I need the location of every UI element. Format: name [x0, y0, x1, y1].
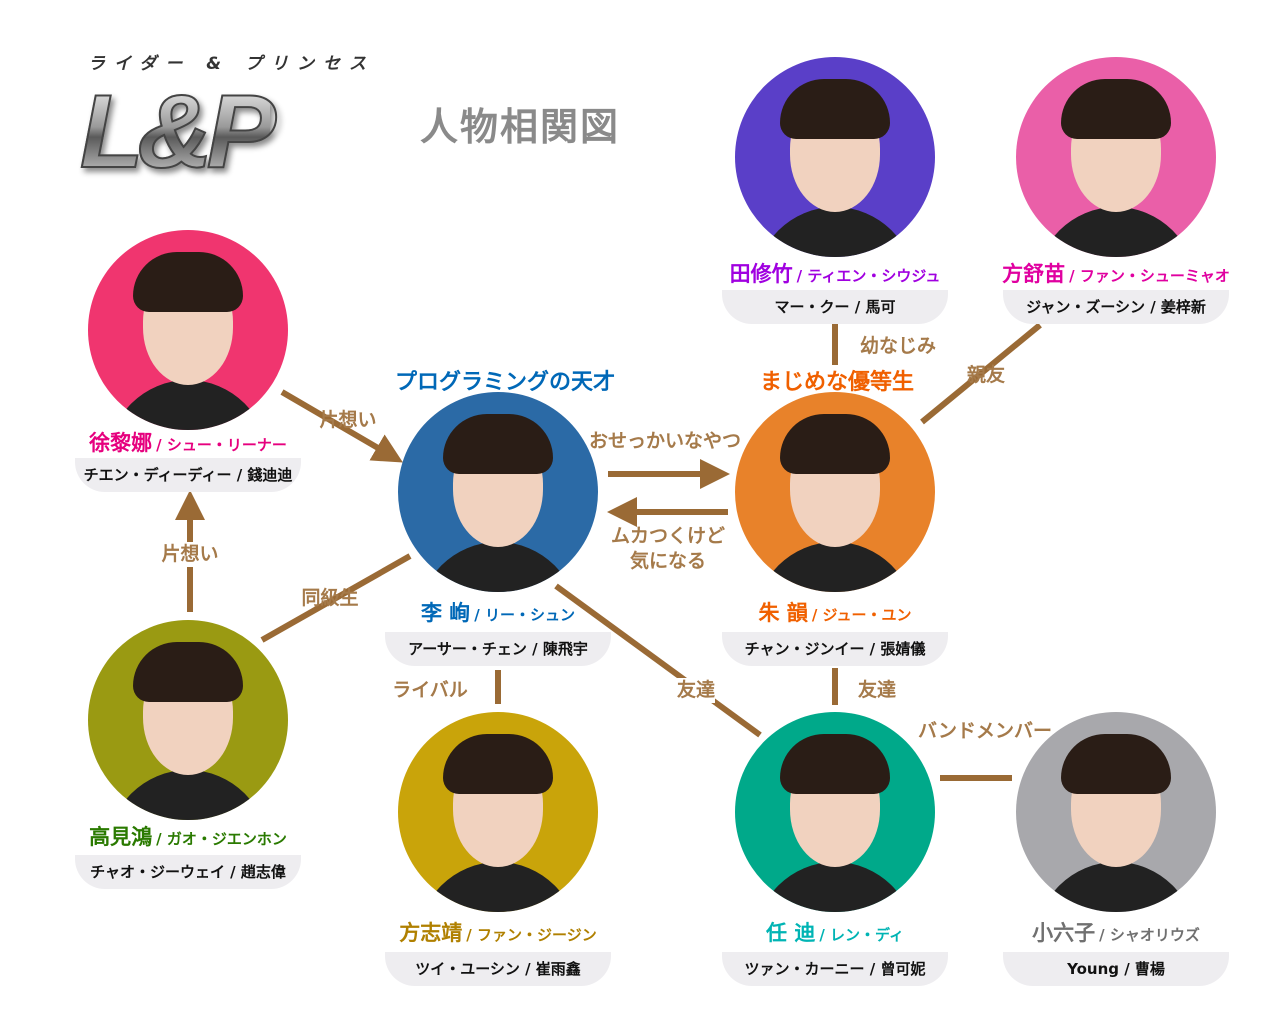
character-name: 方舒苗: [1002, 262, 1066, 286]
portrait-body: [108, 770, 268, 820]
name-xu-lina: 徐黎娜/ シュー・リーナー: [89, 430, 287, 458]
name-li-xun: 李 峋/ リー・シュン: [421, 600, 575, 628]
character-kana: / ファン・シューミャオ: [1069, 267, 1230, 285]
character-name: 田修竹: [729, 262, 793, 286]
rel-tian-zhu: 幼なじみ: [859, 334, 937, 359]
name-fang-zhijing: 方志靖/ ファン・ジージン: [399, 920, 596, 948]
actor-li-xun: アーサー・チェン / 陳飛宇: [385, 632, 611, 666]
actor-ren-di: ツァン・カーニー / 曾可妮: [722, 952, 948, 986]
portrait-ren-di: [735, 712, 935, 912]
rel-zhu-li-line2: 気になる: [629, 550, 707, 572]
logo-subtitle: ライダー & プリンセス: [88, 54, 375, 74]
portrait-hair: [780, 414, 890, 474]
logo: L&P: [79, 74, 277, 190]
character-kana: / ガオ・ジエンホン: [156, 830, 287, 848]
rel-gao-xu: 片想い: [161, 542, 219, 567]
portrait-li-xun: [398, 392, 598, 592]
portrait-hair: [443, 414, 553, 474]
line-gao-li: [260, 553, 412, 643]
portrait-hair: [133, 642, 243, 702]
character-name: 朱 韻: [758, 601, 808, 625]
character-name: 任 迪: [766, 921, 816, 945]
name-tian-xiuzhu: 田修竹/ ティエン・シウジュ: [730, 261, 941, 289]
tag-zhu-yun: まじめな優等生: [759, 370, 915, 395]
portrait-fang-zhijing: [398, 712, 598, 912]
portrait-xiao-liuzi: [1016, 712, 1216, 912]
actor-fang-shumiao: ジャン・ズーシン / 姜梓新: [1003, 290, 1229, 324]
portrait-body: [1036, 207, 1196, 257]
rel-li-ren: 友達: [676, 678, 716, 703]
rel-xu-li: 片想い: [319, 409, 377, 431]
actor-gao-jianhong: チャオ・ジーウェイ / 趙志偉: [75, 855, 301, 889]
line-fang-zhu: [920, 322, 1042, 425]
portrait-body: [755, 542, 915, 592]
rel-gao-li: 同級生: [301, 587, 359, 609]
character-kana: / ファン・ジージン: [466, 926, 597, 944]
character-name: 方志靖: [399, 921, 463, 945]
character-kana: / ティエン・シウジュ: [796, 267, 941, 285]
character-name: 徐黎娜: [89, 431, 153, 455]
portrait-body: [755, 862, 915, 912]
portrait-hair: [443, 734, 553, 794]
portrait-hair: [133, 252, 243, 312]
actor-zhu-yun: チャン・ジンイー / 張婧儀: [722, 632, 948, 666]
character-kana: / レン・ディ: [819, 926, 904, 944]
rel-fang-zhu: 親友: [966, 364, 1006, 386]
character-name: 小六子: [1032, 921, 1096, 945]
portrait-hair: [1061, 734, 1171, 794]
actor-xiao-liuzi: Young / 曹楊: [1003, 952, 1229, 986]
portrait-hair: [780, 734, 890, 794]
name-fang-shumiao: 方舒苗/ ファン・シューミャオ: [1002, 261, 1230, 289]
rel-ren-xiao: バンドメンバー: [918, 720, 1052, 742]
portrait-tian-xiuzhu: [735, 57, 935, 257]
name-ren-di: 任 迪/ レン・ディ: [766, 920, 904, 948]
character-kana: / ジュー・ユン: [811, 606, 912, 624]
character-name: 李 峋: [420, 601, 471, 625]
rel-zhu-ren: 友達: [857, 678, 897, 703]
rel-zhu-li: ムカつくけど気になる: [611, 524, 725, 574]
portrait-fang-shumiao: [1016, 57, 1216, 257]
rel-li-fang: ライバル: [392, 678, 468, 703]
arrow-xu-li: [280, 389, 403, 463]
actor-tian-xiuzhu: マー・クー / 馬可: [722, 290, 948, 324]
name-zhu-yun: 朱 韻/ ジュー・ユン: [759, 600, 912, 628]
character-kana: / リー・シュン: [474, 606, 576, 624]
actor-xu-lina: チエン・ディーディー / 錢迪迪: [75, 458, 301, 492]
character-name: 高見鴻: [89, 825, 153, 849]
portrait-xu-lina: [88, 230, 288, 430]
portrait-zhu-yun: [735, 392, 935, 592]
rel-zhu-li-line1: ムカつくけど: [610, 525, 726, 547]
portrait-body: [108, 380, 268, 430]
portrait-body: [418, 862, 578, 912]
page-title: 人物相関図: [420, 105, 621, 149]
character-kana: / シュー・リーナー: [156, 436, 287, 454]
portrait-hair: [1061, 79, 1171, 139]
tag-li-xun: プログラミングの天才: [394, 370, 616, 395]
portrait-body: [755, 207, 915, 257]
portrait-gao-jianhong: [88, 620, 288, 820]
actor-fang-zhijing: ツイ・ユーシン / 崔雨鑫: [385, 952, 611, 986]
portrait-body: [418, 542, 578, 592]
line-li-ren: [554, 583, 762, 738]
name-xiao-liuzi: 小六子/ シャオリウズ: [1032, 920, 1200, 948]
portrait-hair: [780, 79, 890, 139]
character-kana: / シャオリウズ: [1099, 926, 1200, 944]
rel-li-zhu: おせっかいなやつ: [588, 430, 742, 452]
name-gao-jianhong: 高見鴻/ ガオ・ジエンホン: [89, 824, 287, 852]
portrait-body: [1036, 862, 1196, 912]
